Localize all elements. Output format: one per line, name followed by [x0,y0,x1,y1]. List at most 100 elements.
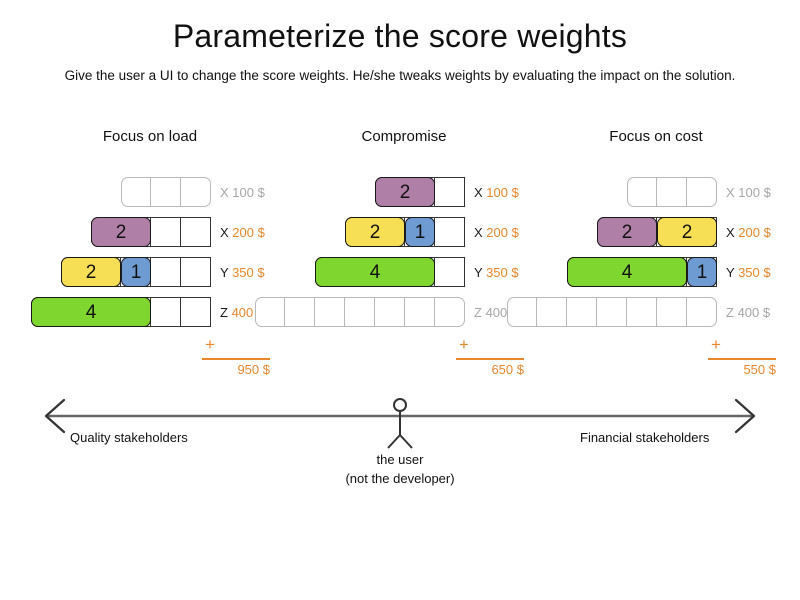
weight-row-key: X [220,184,233,200]
weight-segment-green[interactable]: 4 [31,297,151,327]
weight-segment-purple[interactable]: 2 [597,217,657,247]
weight-row-amount: 350 $ [232,264,265,280]
stick-figure-left-leg-icon [387,434,401,449]
weight-slider-cell[interactable] [151,257,181,287]
weight-row-key: Z [726,304,738,320]
weight-slider-area: 2 [276,172,465,212]
weight-slider-track[interactable] [255,297,465,327]
weight-slider-cell[interactable] [507,297,537,327]
weight-segment-yellow[interactable]: 2 [61,257,121,287]
weight-slider-cell[interactable] [285,297,315,327]
weight-slider-cell[interactable] [597,297,627,327]
weight-row-label: X 100 $ [465,185,532,200]
weight-segment-blue[interactable]: 1 [687,257,717,287]
weight-slider-cell[interactable] [687,297,717,327]
weight-slider-cell[interactable] [315,297,345,327]
weight-slider-cell[interactable] [627,177,657,207]
weight-slider-cell[interactable] [435,297,465,327]
weight-slider-area: 2 [22,212,211,252]
stick-figure-right-leg-icon [399,434,413,449]
axis-arrowhead-right [734,398,756,434]
weight-segment-yellow[interactable]: 2 [657,217,717,247]
weight-slider-cell[interactable] [657,297,687,327]
weight-slider-area: 4 [22,292,211,332]
weight-slider-cell[interactable] [181,297,211,327]
weight-slider-cell[interactable] [627,297,657,327]
weight-slider-track[interactable]: 4 [31,297,211,327]
weight-row-amount: 400 $ [737,304,771,320]
weight-slider-cell[interactable] [151,177,181,207]
weight-row: Z 400 $ [255,292,532,332]
total-value: 550 $ [743,362,776,377]
weight-slider-cell[interactable] [537,297,567,327]
weight-slider-cell[interactable] [181,217,211,247]
weight-row-label: X 200 $ [717,225,784,240]
actor-caption: the user (not the developer) [300,450,500,488]
scenario-total: +550 $ [528,336,784,382]
weight-row-label: Y 350 $ [211,265,278,280]
weight-slider-cell[interactable] [181,177,211,207]
actor-caption-line-1: the user [376,452,424,467]
weight-slider-track[interactable] [507,297,717,327]
weight-slider-cell[interactable] [255,297,285,327]
weight-row-key: X [726,224,739,240]
weight-slider-cell[interactable] [181,257,211,287]
weight-slider-cell[interactable] [435,177,465,207]
spectrum-axis-graphic [44,398,756,449]
weight-slider-cell[interactable] [435,217,465,247]
axis-label-right: Financial stakeholders [580,430,710,445]
weight-slider-cell[interactable] [375,297,405,327]
total-rule [202,358,270,360]
weight-slider-track[interactable] [627,177,717,207]
weight-slider-cell[interactable] [567,297,597,327]
weight-slider-cell[interactable] [405,297,435,327]
weight-slider-cell[interactable] [435,257,465,287]
weight-row-key: X [220,224,233,240]
scenario-title: Focus on cost [609,128,703,145]
weight-slider-cell[interactable] [345,297,375,327]
scenario-total: +650 $ [276,336,532,382]
weight-segment-purple[interactable]: 2 [375,177,435,207]
scenario-title: Compromise [361,128,447,145]
weight-segment-green[interactable]: 4 [315,257,435,287]
weight-slider-track[interactable]: 4 [315,257,465,287]
weight-row-key: Y [474,264,487,280]
weight-row-key: X [726,184,739,200]
weight-slider-track[interactable]: 2 [91,217,211,247]
weight-segment-blue[interactable]: 1 [121,257,151,287]
weight-row-label: X 200 $ [211,225,278,240]
weight-row-amount: 100 $ [486,184,519,200]
weight-row-amount: 200 $ [232,224,265,240]
weight-slider-cell[interactable] [151,217,181,247]
weight-slider-cell[interactable] [121,177,151,207]
weight-row-key: X [474,224,487,240]
weight-row-key: Y [220,264,233,280]
weight-slider-track[interactable]: 2 [375,177,465,207]
weight-slider-cell[interactable] [151,297,181,327]
weight-segment-green[interactable]: 4 [567,257,687,287]
weight-slider-cell[interactable] [687,177,717,207]
weight-row-amount: 350 $ [486,264,519,280]
weight-row: 2 X 100 $ [276,172,532,212]
weight-row-label: Y 350 $ [465,265,532,280]
weight-slider-cell[interactable] [657,177,687,207]
weight-segment-blue[interactable]: 1 [405,217,435,247]
weight-slider-track[interactable] [121,177,211,207]
actor-caption-line-2: (not the developer) [345,471,455,486]
total-value: 650 $ [491,362,524,377]
weight-segment-yellow[interactable]: 2 [345,217,405,247]
weight-segment-purple[interactable]: 2 [91,217,151,247]
